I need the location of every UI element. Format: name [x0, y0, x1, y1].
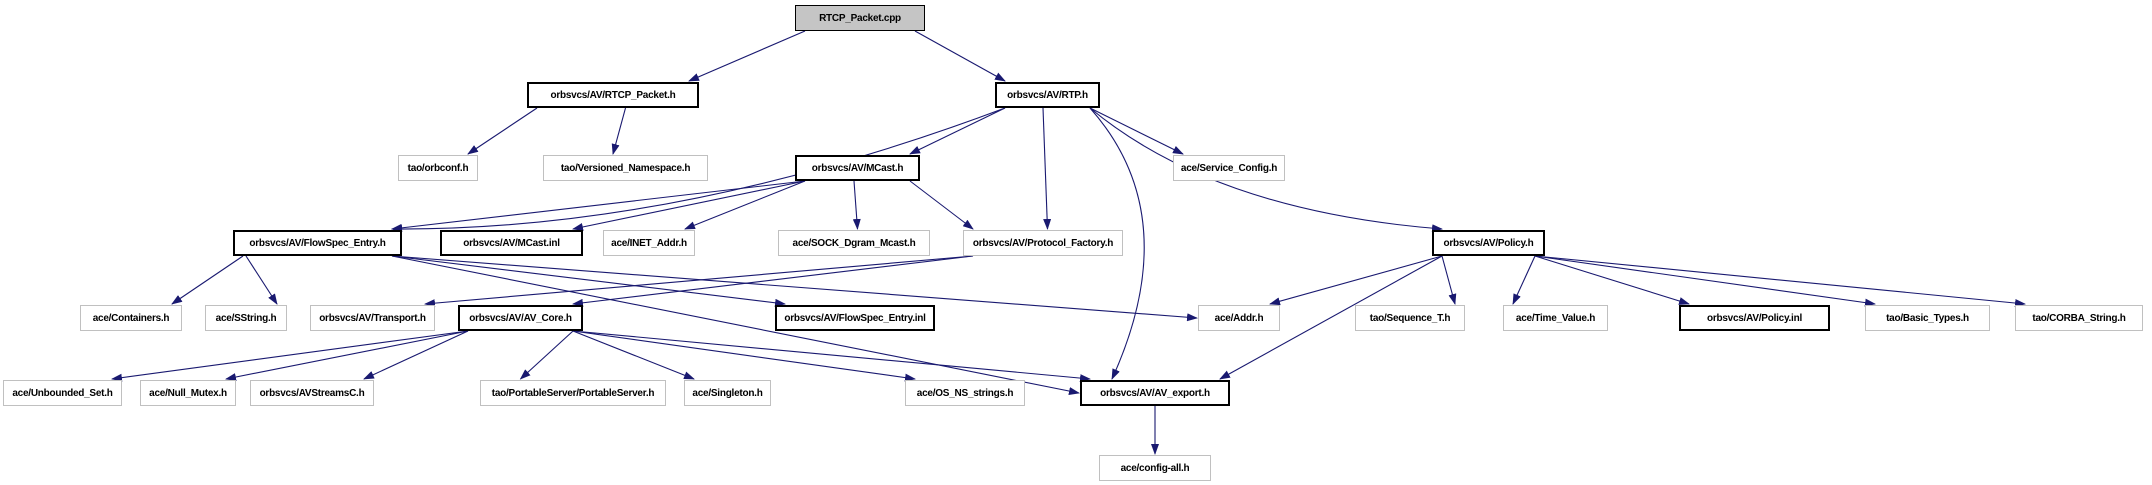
node-sstring[interactable]: ace/SString.h	[205, 305, 287, 331]
node-sock_dgram[interactable]: ace/SOCK_Dgram_Mcast.h	[778, 230, 930, 256]
edge-mcast_h-sock_dgram	[852, 180, 861, 230]
edge-rtcp_h-vns	[611, 107, 627, 155]
node-mcast_h[interactable]: orbsvcs/AV/MCast.h	[795, 155, 920, 181]
edge-policy_h-corba_string	[1534, 255, 2026, 308]
node-containers[interactable]: ace/Containers.h	[80, 305, 182, 331]
node-time_value[interactable]: ace/Time_Value.h	[1503, 305, 1608, 331]
edge-mcast_h-flowspec_h	[391, 180, 806, 232]
node-addr[interactable]: ace/Addr.h	[1198, 305, 1280, 331]
node-orbconf[interactable]: tao/orbconf.h	[398, 155, 478, 181]
edge-rtp_h-av_export	[1089, 107, 1145, 380]
edge-rtp_h-svc_config	[1089, 107, 1184, 155]
edge-cpp-rtp_h	[914, 30, 1006, 82]
node-flowspec_h[interactable]: orbsvcs/AV/FlowSpec_Entry.h	[233, 230, 402, 256]
edge-mcast_h-proto_factory	[909, 180, 974, 230]
edge-rtp_h-mcast_h	[909, 107, 1006, 155]
edge-rtp_h-proto_factory	[1042, 107, 1052, 230]
node-rtcp_h[interactable]: orbsvcs/AV/RTCP_Packet.h	[527, 82, 699, 108]
edge-cpp-rtcp_h	[688, 30, 806, 82]
edge-flowspec_h-sstring	[245, 255, 278, 305]
edge-proto_factory-av_core	[572, 255, 974, 307]
edge-rtp_h-flowspec_h	[391, 107, 1006, 234]
node-singleton[interactable]: ace/Singleton.h	[684, 380, 771, 406]
node-svc_config[interactable]: ace/Service_Config.h	[1173, 155, 1285, 181]
node-mcast_inl[interactable]: orbsvcs/AV/MCast.inl	[440, 230, 583, 256]
node-null_mutex[interactable]: ace/Null_Mutex.h	[140, 380, 236, 406]
node-basic_types[interactable]: tao/Basic_Types.h	[1865, 305, 1990, 331]
node-sequence_t[interactable]: tao/Sequence_T.h	[1355, 305, 1465, 331]
edge-flowspec_h-av_export	[391, 255, 1080, 395]
node-cpp[interactable]: RTCP_Packet.cpp	[795, 5, 925, 31]
edge-policy_h-basic_types	[1534, 255, 1876, 307]
edge-policy_h-sequence_t	[1441, 255, 1457, 305]
edge-rtcp_h-orbconf	[467, 107, 538, 155]
node-unbounded_set[interactable]: ace/Unbounded_Set.h	[3, 380, 122, 406]
node-av_core[interactable]: orbsvcs/AV/AV_Core.h	[458, 305, 583, 331]
edge-mcast_h-inet_addr	[684, 180, 806, 230]
edge-flowspec_h-addr	[391, 255, 1198, 322]
edge-av_core-null_mutex	[225, 330, 469, 381]
edge-rtp_h-policy_h	[1089, 107, 1443, 233]
edge-flowspec_h-containers	[171, 255, 244, 305]
node-portableserver[interactable]: tao/PortableServer/PortableServer.h	[480, 380, 666, 406]
node-avstreamsc[interactable]: orbsvcs/AVStreamsC.h	[250, 380, 374, 406]
edge-av_core-portableserver	[519, 330, 574, 380]
edge-av_core-avstreamsc	[363, 330, 469, 380]
edge-policy_h-addr	[1269, 255, 1443, 306]
edge-policy_h-av_export	[1219, 255, 1443, 380]
node-policy_inl[interactable]: orbsvcs/AV/Policy.inl	[1679, 305, 1830, 331]
node-av_export[interactable]: orbsvcs/AV/AV_export.h	[1080, 380, 1230, 406]
node-rtp_h[interactable]: orbsvcs/AV/RTP.h	[995, 82, 1100, 108]
edge-av_core-av_export	[572, 330, 1091, 383]
node-inet_addr[interactable]: ace/INET_Addr.h	[603, 230, 695, 256]
node-proto_factory[interactable]: orbsvcs/AV/Protocol_Factory.h	[963, 230, 1123, 256]
node-os_ns_strings[interactable]: ace/OS_NS_strings.h	[905, 380, 1025, 406]
edge-flowspec_h-flowspec_inl	[391, 255, 786, 307]
edge-policy_h-policy_inl	[1534, 255, 1690, 305]
node-corba_string[interactable]: tao/CORBA_String.h	[2015, 305, 2143, 331]
node-flowspec_inl[interactable]: orbsvcs/AV/FlowSpec_Entry.inl	[775, 305, 935, 331]
edge-av_core-os_ns_strings	[572, 330, 916, 382]
edge-av_core-singleton	[572, 330, 695, 380]
edge-proto_factory-transport	[424, 255, 974, 308]
node-policy_h[interactable]: orbsvcs/AV/Policy.h	[1432, 230, 1545, 256]
node-transport[interactable]: orbsvcs/AV/Transport.h	[310, 305, 435, 331]
edge-av_core-unbounded_set	[111, 330, 469, 382]
edge-policy_h-time_value	[1512, 255, 1536, 305]
node-vns[interactable]: tao/Versioned_Namespace.h	[543, 155, 708, 181]
edge-mcast_h-mcast_inl	[572, 180, 806, 231]
node-config_all[interactable]: ace/config-all.h	[1099, 455, 1211, 481]
